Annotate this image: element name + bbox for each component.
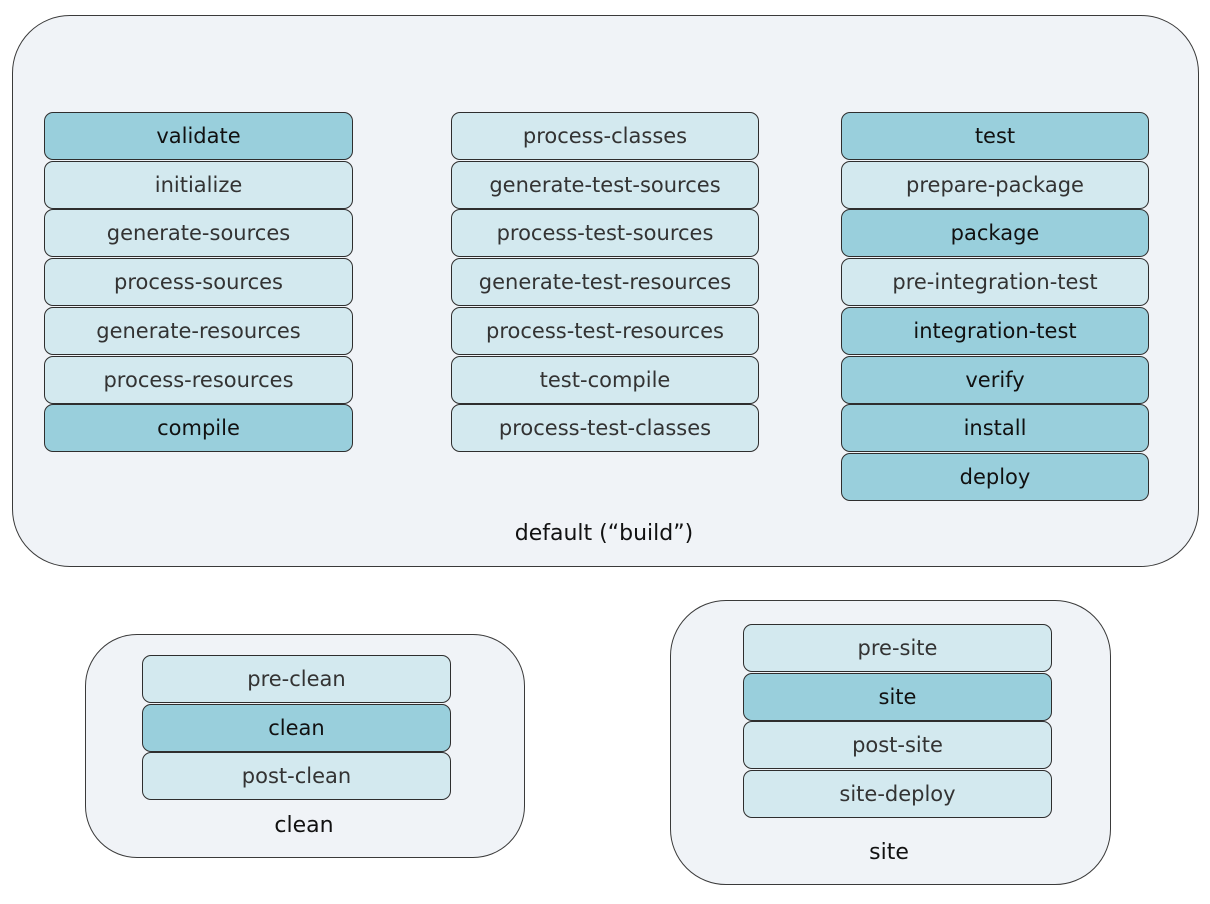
phase-package: package — [841, 209, 1149, 258]
clean-lifecycle-label: clean — [274, 813, 334, 838]
phase-prepare-package: prepare-package — [841, 160, 1149, 209]
site-lifecycle-label: site — [869, 840, 909, 865]
phase-site-deploy: site-deploy — [743, 770, 1052, 819]
phase-process-test-classes: process-test-classes — [451, 404, 759, 453]
phase-initialize: initialize — [44, 160, 353, 209]
phase-generate-test-sources: generate-test-sources — [451, 160, 759, 209]
phase-process-classes: process-classes — [451, 112, 759, 160]
phase-post-site: post-site — [743, 721, 1052, 770]
phase-process-test-resources: process-test-resources — [451, 306, 759, 355]
phase-integration-test: integration-test — [841, 306, 1149, 355]
phase-clean: clean — [142, 703, 451, 752]
phase-deploy: deploy — [841, 452, 1149, 501]
phase-verify: verify — [841, 355, 1149, 404]
phase-site: site — [743, 672, 1052, 721]
phase-process-test-sources: process-test-sources — [451, 209, 759, 258]
phase-generate-test-resources: generate-test-resources — [451, 258, 759, 307]
phase-pre-site: pre-site — [743, 624, 1052, 672]
phase-validate: validate — [44, 112, 353, 160]
default-lifecycle-label: default (“build”) — [514, 521, 694, 546]
phase-pre-integration-test: pre-integration-test — [841, 258, 1149, 307]
phase-pre-clean: pre-clean — [142, 655, 451, 703]
phase-post-clean: post-clean — [142, 752, 451, 801]
phase-generate-resources: generate-resources — [44, 306, 353, 355]
phase-test: test — [841, 112, 1149, 160]
phase-process-resources: process-resources — [44, 355, 353, 404]
phase-generate-sources: generate-sources — [44, 209, 353, 258]
phase-test-compile: test-compile — [451, 355, 759, 404]
phase-install: install — [841, 404, 1149, 453]
phase-process-sources: process-sources — [44, 258, 353, 307]
phase-compile: compile — [44, 404, 353, 453]
